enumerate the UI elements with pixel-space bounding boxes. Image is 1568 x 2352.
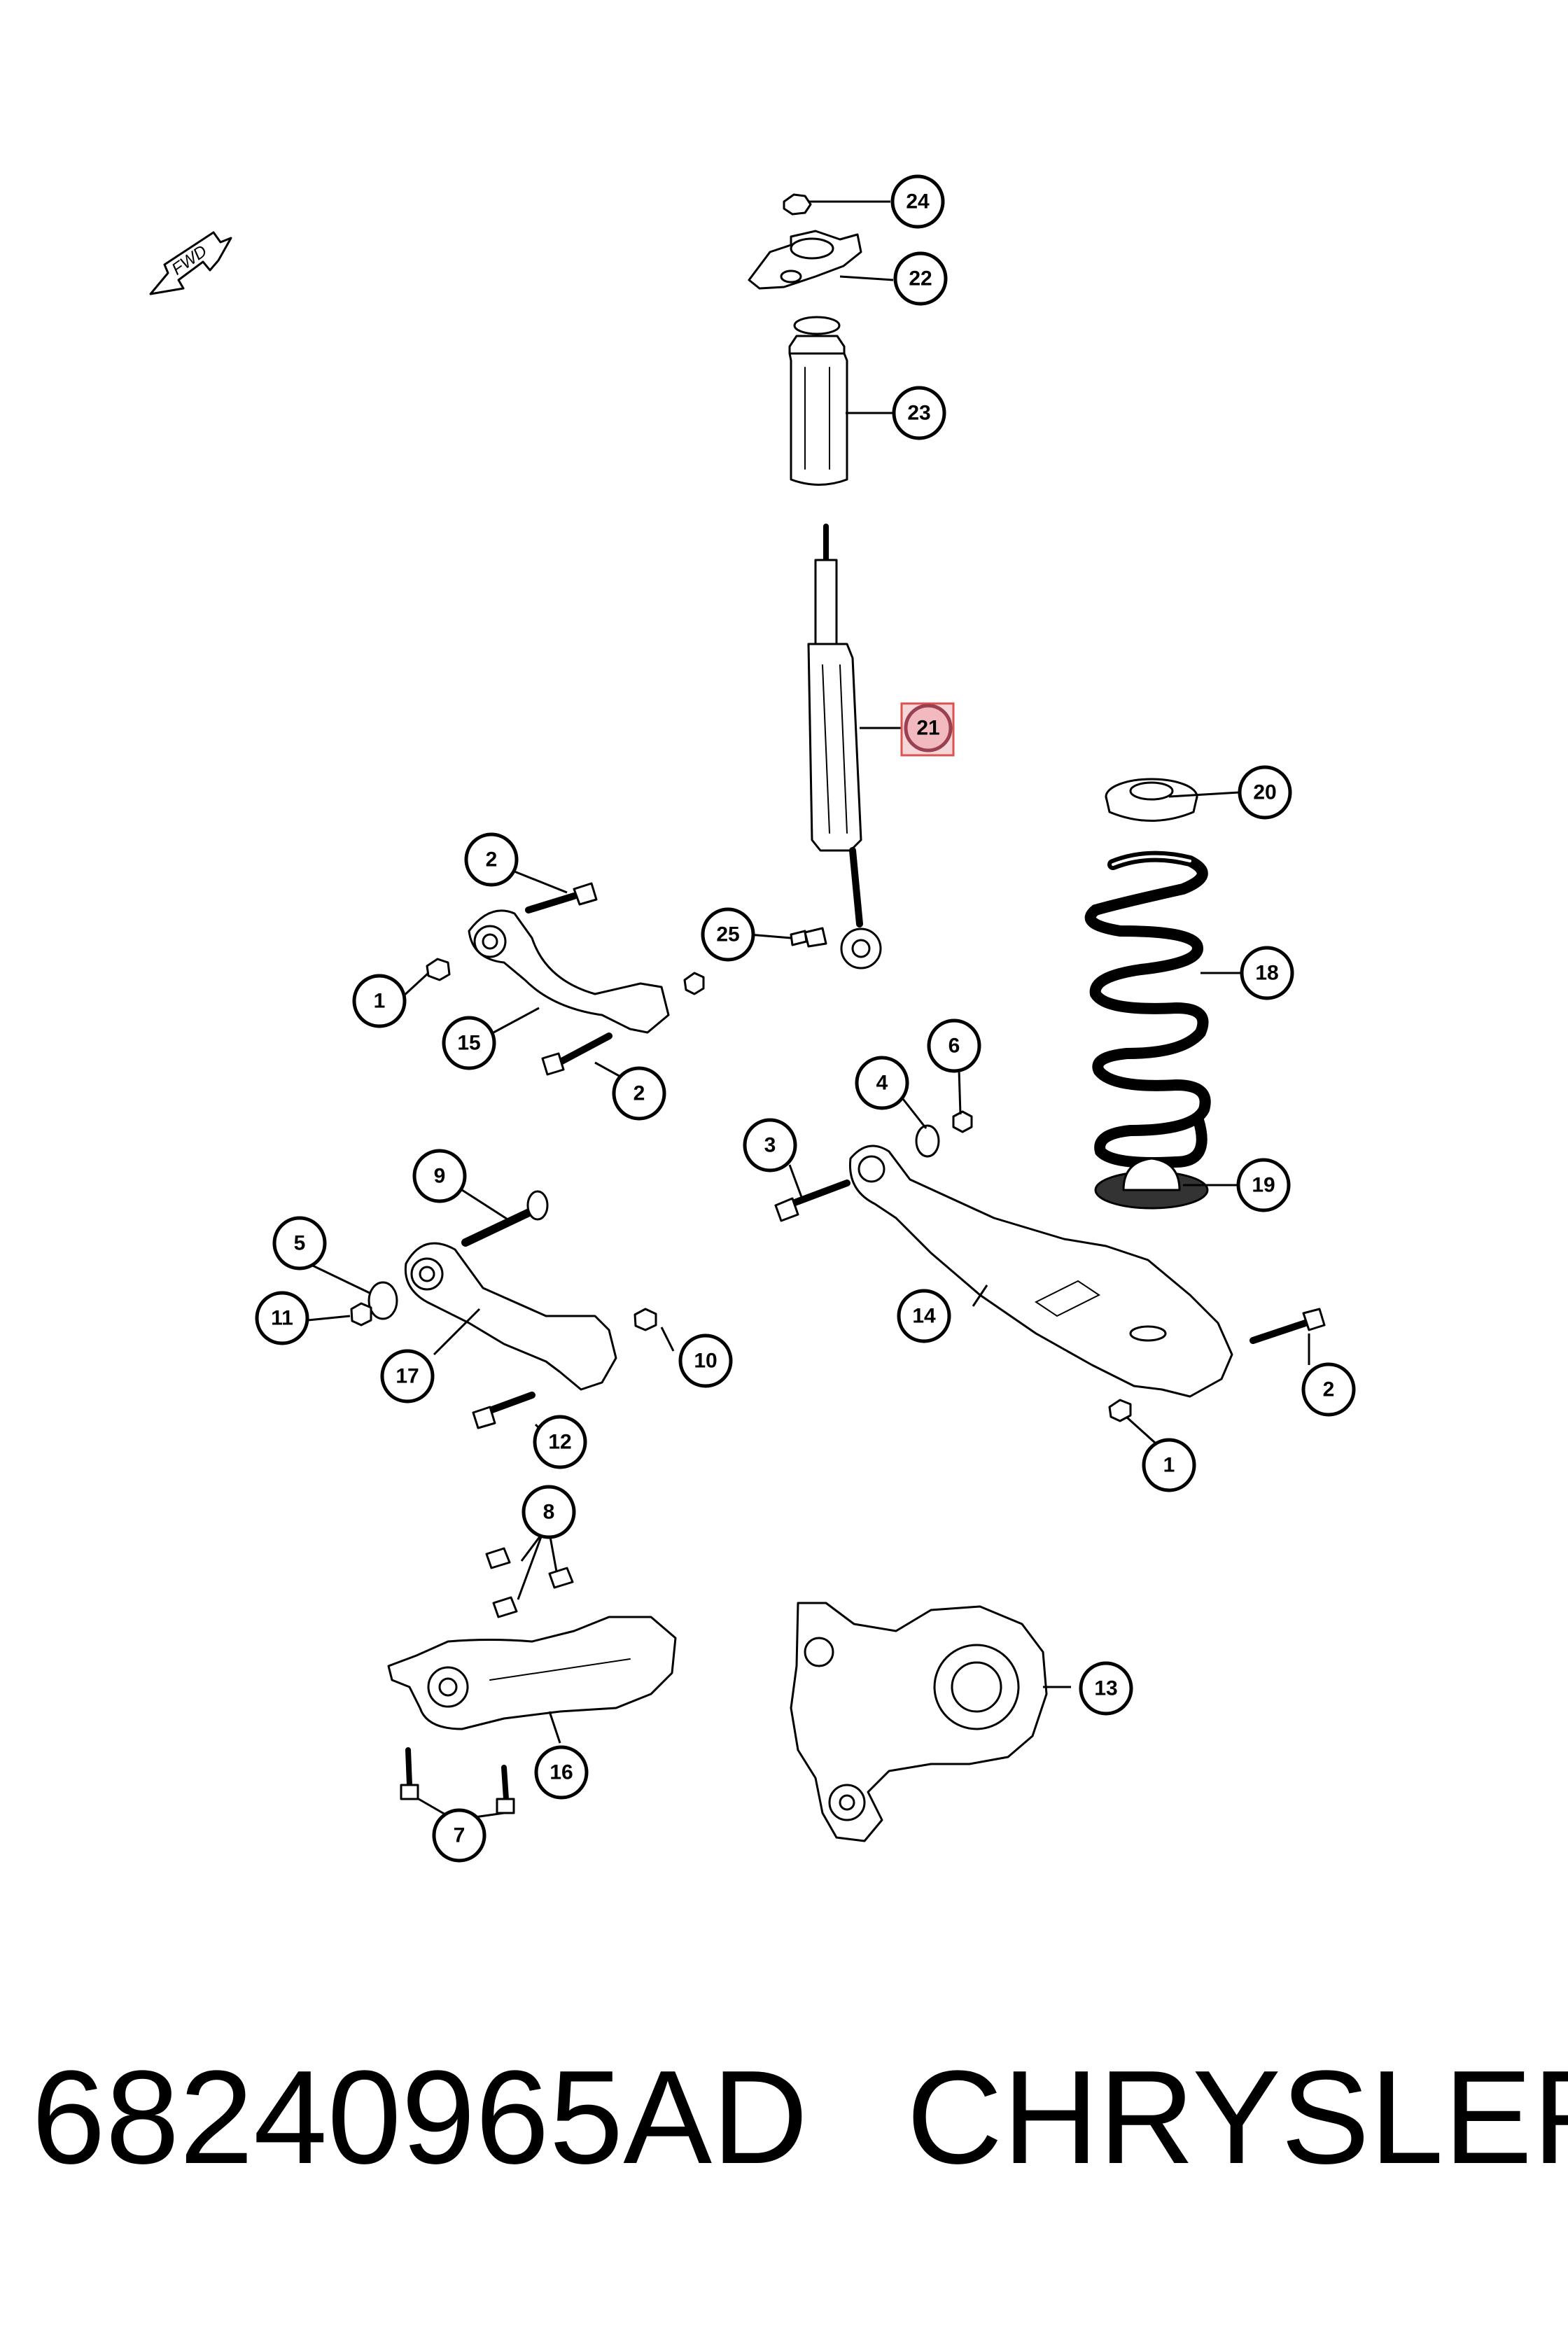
callout-2-upper[interactable]: 2 (464, 832, 519, 887)
callout-8[interactable]: 8 (522, 1485, 576, 1539)
svg-text:23: 23 (907, 402, 930, 425)
callout-7[interactable]: 7 (432, 1808, 486, 1863)
coil-spring[interactable] (1084, 850, 1211, 1168)
svg-text:22: 22 (909, 267, 932, 290)
lower-arm-nut-left[interactable] (350, 1302, 372, 1326)
svg-text:5: 5 (294, 1232, 306, 1255)
upper-strut-mount[interactable] (748, 230, 862, 290)
callout-15[interactable]: 15 (442, 1016, 496, 1070)
shock-dust-boot[interactable] (788, 316, 848, 486)
callout-13[interactable]: 13 (1079, 1661, 1133, 1716)
eccentric-washer[interactable] (368, 1281, 398, 1320)
svg-text:19: 19 (1252, 1174, 1275, 1197)
svg-text:4: 4 (876, 1072, 888, 1095)
cam-nut[interactable] (952, 1110, 973, 1133)
callout-23[interactable]: 23 (892, 386, 946, 440)
callout-22[interactable]: 22 (893, 251, 948, 306)
svg-text:10: 10 (694, 1350, 717, 1373)
svg-text:16: 16 (550, 1761, 573, 1784)
spring-lower-isolator[interactable] (1094, 1157, 1209, 1210)
svg-text:9: 9 (434, 1165, 446, 1188)
svg-text:1: 1 (374, 990, 386, 1013)
callout-2-right[interactable]: 2 (1301, 1362, 1356, 1417)
strut-mount-nut[interactable] (783, 193, 812, 216)
toe-link[interactable] (387, 1616, 677, 1730)
callout-10[interactable]: 10 (678, 1334, 733, 1388)
callout-3[interactable]: 3 (743, 1118, 797, 1172)
lower-arm-nut-right[interactable] (634, 1308, 657, 1331)
toe-link-bolts[interactable] (485, 1547, 574, 1618)
svg-text:7: 7 (454, 1824, 465, 1847)
svg-text:2: 2 (486, 848, 498, 872)
arm-bolt-lower[interactable] (541, 1032, 612, 1076)
svg-text:11: 11 (271, 1307, 293, 1330)
arm-bolt-upper[interactable] (525, 882, 598, 913)
lower-arm-bolt[interactable] (472, 1392, 536, 1429)
trailing-arm-rear-nut[interactable] (1108, 1399, 1132, 1422)
part-number: 68240965AD (31, 2043, 808, 2192)
spring-upper-isolator[interactable] (1105, 778, 1198, 822)
lower-arm-eccentric-bolt[interactable] (461, 1190, 549, 1247)
callout-14[interactable]: 14 (897, 1289, 951, 1343)
arm-nut-left[interactable] (426, 958, 451, 981)
callout-5[interactable]: 5 (272, 1216, 327, 1270)
svg-text:2: 2 (1323, 1378, 1335, 1401)
svg-text:12: 12 (548, 1431, 571, 1454)
callout-16[interactable]: 16 (534, 1745, 589, 1800)
callout-9[interactable]: 9 (412, 1149, 467, 1203)
callout-18[interactable]: 18 (1240, 946, 1294, 1000)
callout-21[interactable]: 21 (900, 702, 955, 757)
callout-1-upper[interactable]: 1 (352, 974, 407, 1028)
svg-text:20: 20 (1253, 781, 1276, 804)
steering-knuckle[interactable] (790, 1602, 1048, 1842)
callout-2-middle[interactable]: 2 (612, 1066, 666, 1121)
callout-20[interactable]: 20 (1238, 765, 1292, 820)
svg-text:21: 21 (916, 717, 939, 740)
svg-text:17: 17 (396, 1365, 419, 1388)
trailing-arm-bolt[interactable] (774, 1180, 850, 1222)
callout-24[interactable]: 24 (890, 174, 945, 229)
arm-nut-right[interactable] (683, 972, 705, 995)
svg-text:1: 1 (1163, 1454, 1175, 1477)
svg-text:13: 13 (1094, 1677, 1117, 1700)
svg-text:6: 6 (948, 1035, 960, 1058)
svg-text:15: 15 (457, 1032, 480, 1055)
svg-text:25: 25 (716, 923, 739, 946)
svg-text:18: 18 (1255, 962, 1278, 985)
callout-11[interactable]: 11 (255, 1291, 309, 1345)
trailing-arm[interactable] (848, 1144, 1233, 1398)
svg-text:8: 8 (543, 1501, 555, 1524)
fwd-arrow-icon: FWD (149, 231, 232, 295)
toe-link-lower-bolts[interactable] (400, 1747, 515, 1814)
svg-text:2: 2 (634, 1082, 645, 1105)
callout-6[interactable]: 6 (927, 1018, 981, 1073)
brand-name: CHRYSLER (906, 2043, 1568, 2192)
callout-17[interactable]: 17 (380, 1349, 435, 1404)
callout-19[interactable]: 19 (1236, 1158, 1291, 1212)
shock-lower-bolt[interactable] (790, 927, 827, 948)
svg-text:3: 3 (764, 1134, 776, 1157)
svg-text:24: 24 (906, 190, 930, 214)
trailing-arm-rear-bolt[interactable] (1250, 1308, 1326, 1344)
svg-text:14: 14 (912, 1305, 936, 1328)
upper-control-arm[interactable] (468, 909, 670, 1034)
lower-control-arm[interactable] (404, 1242, 617, 1391)
callout-12[interactable]: 12 (533, 1415, 587, 1469)
shock-absorber[interactable] (807, 524, 882, 969)
callout-25[interactable]: 25 (701, 907, 755, 962)
callout-1-right[interactable]: 1 (1142, 1438, 1196, 1492)
callout-4[interactable]: 4 (855, 1056, 909, 1110)
cam-washer[interactable] (915, 1124, 940, 1158)
